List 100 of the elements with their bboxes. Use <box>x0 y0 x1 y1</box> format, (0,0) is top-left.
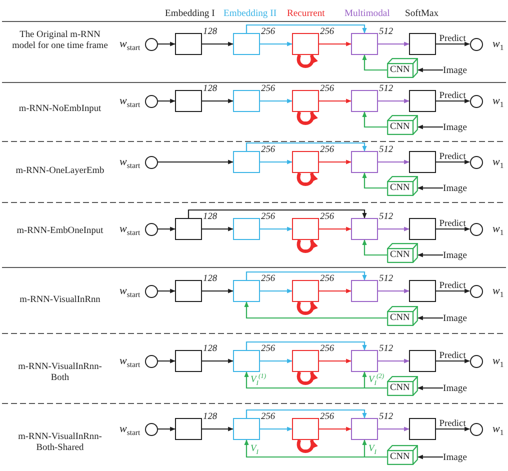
size-label: 256 <box>320 146 334 155</box>
arrow <box>319 358 352 364</box>
circle-node <box>470 94 482 108</box>
arrow <box>417 386 443 390</box>
variable-label: w$_{start}$ <box>120 95 140 107</box>
size-label: 256 <box>320 413 334 422</box>
size-label: 512 <box>379 146 394 155</box>
cube-box <box>387 376 418 396</box>
size-label: 256 <box>320 28 334 37</box>
size-label: 128 <box>203 213 218 222</box>
arrow <box>202 226 234 232</box>
arrow <box>260 358 293 364</box>
node-label: CNN <box>390 64 410 76</box>
layer-box <box>233 90 260 112</box>
arrow <box>260 426 293 432</box>
arrow <box>378 288 410 294</box>
arrow <box>417 454 443 460</box>
node-label: CNN <box>390 182 410 194</box>
size-label: 256 <box>261 28 276 37</box>
size-label: 128 <box>203 345 218 354</box>
arrow <box>158 226 176 232</box>
row-label: m-RNN-OneLayerEmb <box>15 166 105 178</box>
row-label: The Original m-RNN model for one time frame <box>12 30 108 52</box>
arrow <box>202 288 234 294</box>
arrow <box>260 288 293 294</box>
arrow <box>158 358 176 364</box>
layer-box <box>175 280 202 302</box>
layer-box <box>292 350 319 372</box>
layer-box <box>292 280 319 302</box>
loop-arrow <box>296 239 318 253</box>
node-label: Image <box>443 250 467 260</box>
loop-arrow <box>296 301 318 315</box>
arrow <box>436 42 470 46</box>
row-label: m-RNN-VisualInRnn <box>19 295 101 306</box>
row-label: m-RNN-VisualInRnn-Both-Shared <box>18 432 102 454</box>
layer-box <box>292 151 319 173</box>
layer-box <box>409 350 436 372</box>
arrow <box>202 358 234 364</box>
circle-node <box>470 156 482 168</box>
layer-box <box>233 418 260 440</box>
arrow <box>378 98 410 104</box>
loop-arrow <box>296 54 318 68</box>
arrow <box>362 371 387 389</box>
arrow <box>158 426 176 432</box>
arrow <box>436 288 470 294</box>
layer-box <box>351 90 378 112</box>
circle-node <box>144 94 158 108</box>
circle-node <box>470 354 482 368</box>
size-label: 256 <box>261 413 276 422</box>
layer-box <box>409 280 436 302</box>
row-label: m-RNN-VisualInRnn-Both <box>18 362 102 384</box>
loop-arrow <box>296 371 318 385</box>
column-heading: Embedding II <box>224 8 277 18</box>
size-label: 128 <box>203 275 218 284</box>
node-label: Image <box>443 382 467 394</box>
node-label: CNN <box>390 312 410 324</box>
size-label: 256 <box>261 85 276 94</box>
layer-box <box>351 350 378 372</box>
arrow <box>378 226 410 232</box>
arrow <box>436 226 470 232</box>
node-label: Image <box>443 312 467 324</box>
circle-node <box>470 38 482 50</box>
arrow <box>319 426 352 432</box>
circle-node <box>144 422 158 436</box>
circle-node <box>144 156 158 168</box>
arrow <box>378 358 410 364</box>
arrow <box>202 426 234 432</box>
circle-node <box>470 422 482 436</box>
variable-label: w$_{start}$ <box>120 156 140 168</box>
arrow <box>202 42 234 46</box>
arrow <box>436 98 470 104</box>
layer-box <box>351 280 378 302</box>
arrow <box>378 426 410 432</box>
arrow <box>246 142 367 152</box>
arrow <box>319 160 352 164</box>
circle-node <box>470 284 482 298</box>
circle-node <box>144 38 158 50</box>
arrow <box>417 124 443 130</box>
loop-arrow <box>296 111 318 125</box>
variable-label: w$_{start}$ <box>120 355 140 367</box>
size-label: 256 <box>320 85 334 94</box>
size-label: 256 <box>320 345 334 354</box>
cube-box <box>387 444 418 464</box>
node-label: Image <box>443 182 467 194</box>
node-label: Image <box>443 122 467 132</box>
arrow <box>319 288 352 294</box>
arrow <box>378 160 410 164</box>
arrow <box>158 288 176 294</box>
arrow <box>417 186 443 190</box>
variable-label: w$_{1}$ <box>492 223 504 235</box>
arrow <box>319 42 352 46</box>
variable-label: w$_{start}$ <box>120 285 140 297</box>
edge-label: Predict <box>439 418 466 428</box>
arrow <box>246 341 367 351</box>
layer-box <box>175 90 202 112</box>
column-heading: Multimodal <box>344 8 390 18</box>
arrow <box>436 358 470 364</box>
circle-node <box>144 284 158 298</box>
layer-box <box>175 33 202 55</box>
size-label: 512 <box>379 345 394 354</box>
